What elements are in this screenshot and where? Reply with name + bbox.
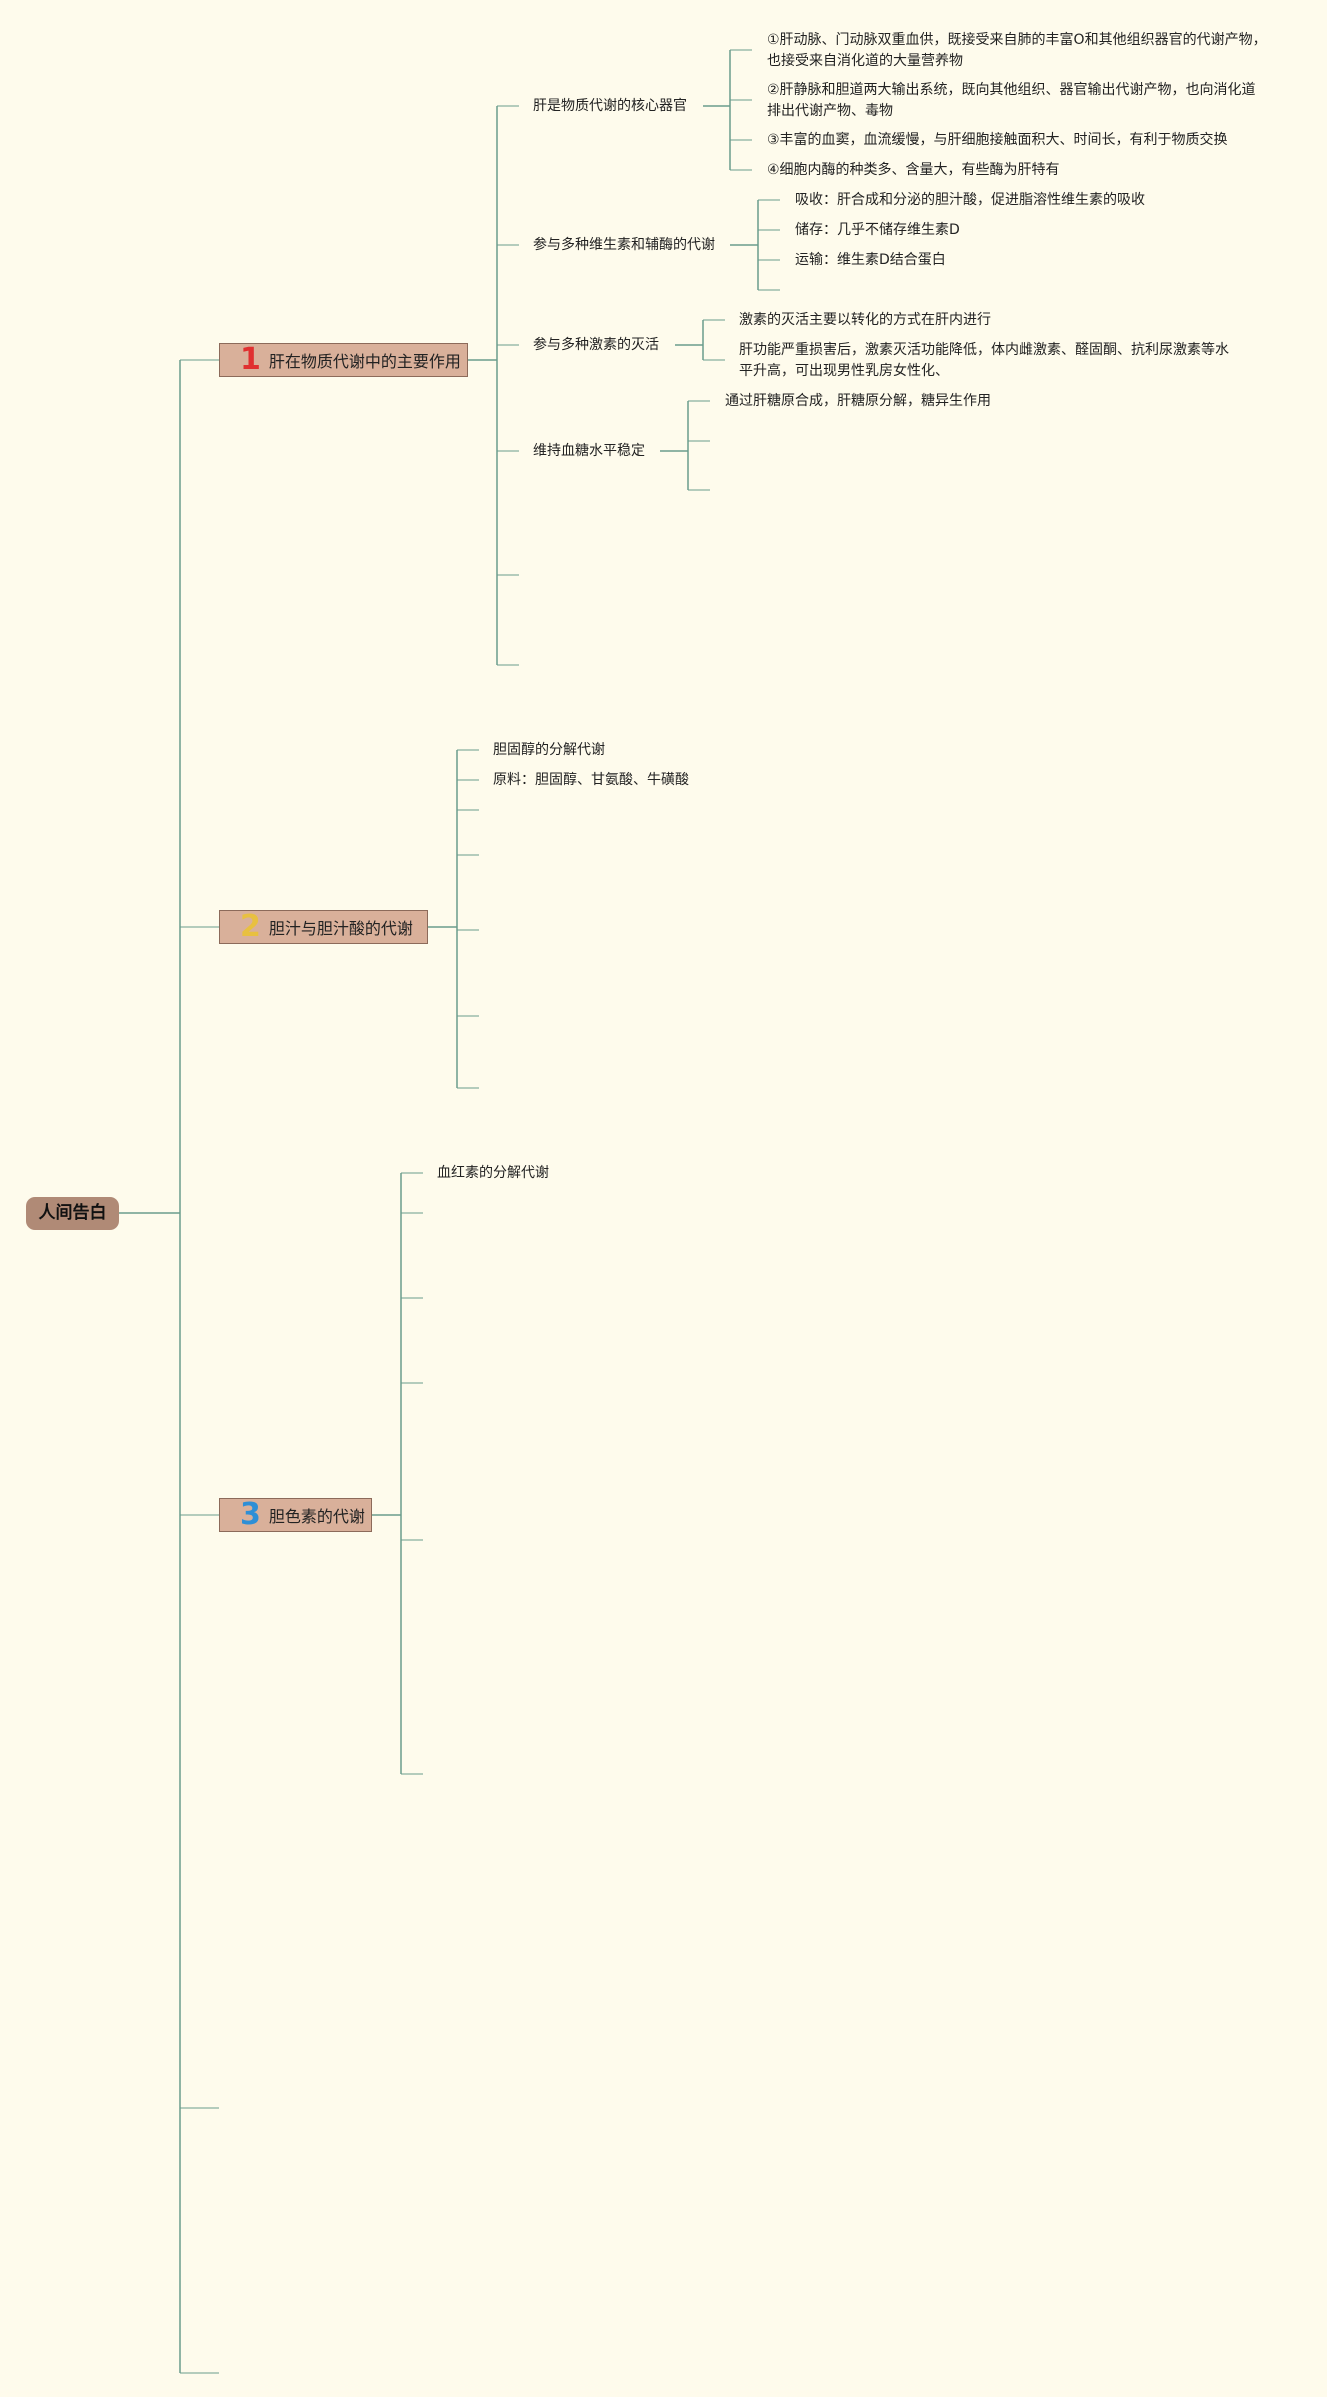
branch-number-1: 1 [240, 342, 261, 377]
branch-label-3: 胆色素的代谢 [268, 1507, 365, 1526]
branch-node-1[interactable]: 1 肝在物质代谢中的主要作用 [219, 343, 468, 377]
topic-vitamin-metabolism[interactable]: 参与多种维生素和辅酶的代谢 [533, 237, 715, 253]
branch-number-2: 2 [240, 909, 261, 944]
list-item[interactable]: 原料：胆固醇、甘氨酸、牛磺酸 [493, 772, 689, 788]
root-node[interactable]: 人间告白 [26, 1197, 119, 1230]
list-item[interactable]: 激素的灭活主要以转化的方式在肝内进行 [739, 312, 991, 328]
branch-node-2[interactable]: 2 胆汁与胆汁酸的代谢 [219, 910, 428, 944]
list-item[interactable]: ②肝静脉和胆道两大输出系统，既向其他组织、器官输出代谢产物，也向消化道排出代谢产… [767, 82, 1256, 119]
list-item[interactable]: 运输：维生素D结合蛋白 [795, 252, 946, 268]
branch-label-2: 胆汁与胆汁酸的代谢 [268, 919, 413, 938]
list-item[interactable]: 肝功能严重损害后，激素灭活功能降低，体内雌激素、醛固酮、抗利尿激素等水平升高，可… [739, 342, 1229, 379]
topic-hormone-inactivation[interactable]: 参与多种激素的灭活 [533, 337, 659, 353]
list-item[interactable]: ③丰富的血窦，血流缓慢，与肝细胞接触面积大、时间长，有利于物质交换 [767, 132, 1228, 148]
topic-core-organ[interactable]: 肝是物质代谢的核心器官 [533, 98, 687, 114]
list-item[interactable]: 储存：几乎不储存维生素D [795, 222, 960, 238]
list-item[interactable]: 通过肝糖原合成，肝糖原分解，糖异生作用 [725, 393, 991, 409]
branch-number-3: 3 [240, 1497, 261, 1532]
branch-node-3[interactable]: 3 胆色素的代谢 [219, 1498, 372, 1532]
list-item[interactable]: 血红素的分解代谢 [437, 1165, 549, 1181]
list-item[interactable]: 吸收：肝合成和分泌的胆汁酸，促进脂溶性维生素的吸收 [795, 192, 1145, 208]
branch-label-1: 肝在物质代谢中的主要作用 [268, 352, 461, 371]
list-item[interactable]: 胆固醇的分解代谢 [493, 742, 605, 758]
list-item[interactable]: ①肝动脉、门动脉双重血供，既接受来自肺的丰富O和其他组织器官的代谢产物，也接受来… [767, 32, 1267, 69]
topic-blood-glucose[interactable]: 维持血糖水平稳定 [533, 443, 645, 459]
list-item[interactable]: ④细胞内酶的种类多、含量大，有些酶为肝特有 [767, 162, 1060, 178]
